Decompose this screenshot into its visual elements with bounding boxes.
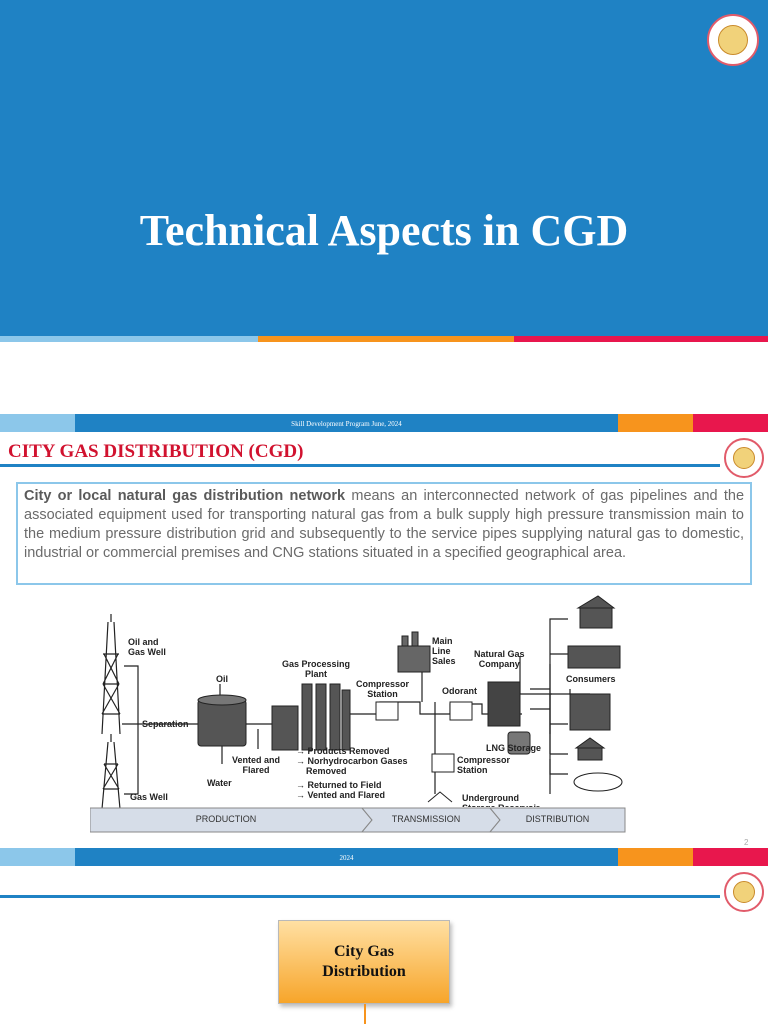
compressor-station-2-icon	[431, 753, 455, 773]
bottom-band-orange	[618, 848, 693, 866]
lng-storage-icon	[507, 731, 531, 755]
definition-box: City or local natural gas distribution n…	[16, 482, 752, 585]
label-oil: Oil	[216, 674, 229, 684]
page-number: 2	[744, 838, 749, 847]
university-logo	[707, 14, 759, 66]
gas-supply-chain-diagram	[90, 595, 626, 833]
stripe-orange	[258, 336, 514, 342]
consumer-apartment-icon	[569, 693, 611, 731]
label-vented-flared: Vented and Flared	[232, 755, 281, 775]
underground-storage-icon	[427, 791, 453, 803]
top-band-red	[693, 414, 768, 432]
label-natural-gas-company: Natural Gas Company	[474, 649, 525, 669]
university-logo	[724, 438, 764, 478]
top-band-orange	[618, 414, 693, 432]
label-lng-storage: LNG Storage	[486, 743, 542, 753]
label-compressor-station-2: Compressor Station	[457, 755, 511, 775]
consumer-house-icon	[576, 595, 616, 629]
bottom-band-blue	[75, 848, 618, 866]
bottom-band-red	[693, 848, 768, 866]
stripe-light-blue	[0, 336, 258, 342]
slide-title: Technical Aspects in CGD	[139, 206, 629, 255]
label-odorant: Odorant	[442, 686, 477, 696]
stripe-red	[514, 336, 768, 342]
title-slide: Technical Aspects in CGD	[0, 0, 768, 344]
program-label: Skill Development Program June, 2024	[291, 420, 402, 428]
slide-heading: CITY GAS DISTRIBUTION (CGD)	[8, 441, 304, 462]
phase-distribution: DISTRIBUTION	[525, 814, 590, 824]
separator-vessel	[197, 694, 247, 747]
connector-line	[364, 1004, 366, 1024]
title-background	[0, 0, 768, 336]
gas-company-building-icon	[487, 681, 521, 727]
processing-plant-icon	[271, 683, 351, 751]
label-separation: Separation	[142, 719, 189, 729]
label-gas-processing-plant: Gas Processing Plant	[282, 659, 351, 679]
phase-production: PRODUCTION	[195, 814, 257, 824]
consumer-car-icon	[573, 772, 623, 792]
phase-bar	[90, 807, 626, 833]
odorant-icon	[449, 701, 473, 721]
label-compressor-station-1: Compressor Station	[356, 679, 410, 699]
top-band-light	[0, 414, 75, 432]
factory-icon	[397, 631, 431, 673]
cgd-definition-slide: Skill Development Program June, 2024 CIT…	[0, 412, 768, 872]
footer-year: 2024	[339, 854, 354, 862]
phase-transmission: TRANSMISSION	[391, 814, 461, 824]
university-logo	[724, 872, 764, 912]
label-products-removed: → Products Removed → Norhydrocarbon Gase…	[296, 746, 408, 776]
definition-term: City or local natural gas distribution n…	[24, 488, 346, 504]
compressor-station-1-icon	[375, 701, 399, 721]
label-underground-storage: Underground Storage Reservoir	[462, 793, 540, 807]
cgd-chart-slide: City Gas Distribution	[0, 872, 768, 1024]
label-consumers: Consumers	[566, 674, 616, 684]
label-main-line-sales: Main Line Sales	[432, 636, 456, 666]
consumer-industry-icon	[567, 645, 621, 669]
definition-text: means an interconnected network of gas p…	[24, 488, 745, 561]
label-returned-vented: → Returned to Field → Vented and Flared	[296, 780, 386, 800]
heading-rule	[0, 464, 720, 467]
top-band-blue	[75, 414, 618, 432]
slide3-rule	[0, 895, 720, 898]
bottom-band-light	[0, 848, 75, 866]
consumer-home-icon	[574, 737, 606, 761]
city-gas-distribution-box: City Gas Distribution	[278, 920, 450, 1004]
label-water: Water	[207, 778, 232, 788]
label-gas-well: Gas Well	[130, 792, 168, 802]
label-oil-gas-well: Oil and Gas Well	[128, 637, 166, 657]
